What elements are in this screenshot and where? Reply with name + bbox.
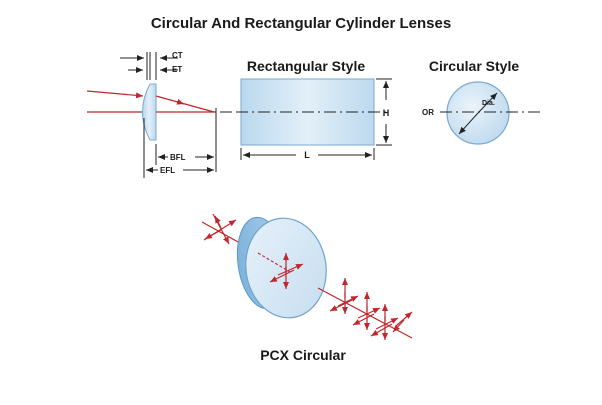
ray-direction-arrow — [176, 98, 185, 105]
pcx-inner-arrow-right — [277, 263, 304, 276]
or-label: OR — [422, 108, 434, 117]
height-label: H — [383, 108, 390, 118]
bfl-label: BFL — [170, 153, 186, 162]
incoming-ray-top — [86, 90, 144, 99]
diagram-title: Circular And Rectangular Cylinder Lenses — [151, 15, 451, 32]
diameter-label: Dia. — [482, 100, 495, 107]
rectangular-style-label: Rectangular Style — [247, 58, 365, 74]
pcx-circular-label: PCX Circular — [260, 347, 346, 363]
pcx-exit-cross-3 — [370, 304, 399, 340]
pcx-circular-illustration: PCX Circular — [201, 213, 413, 363]
rectangular-style-view: Rectangular Style H L — [236, 58, 392, 160]
lens-side-profile: CT ET BFL EFL — [86, 51, 236, 178]
pcx-exit-cross-2 — [352, 292, 381, 330]
pcx-entry-arrow-left — [204, 229, 222, 240]
lens-profile-shape — [142, 83, 157, 141]
circular-style-view: Circular Style Dia. — [429, 58, 540, 145]
length-label: L — [304, 150, 310, 160]
diameter-arrow-down — [458, 112, 479, 135]
pcx-exit-cross-1 — [329, 278, 359, 314]
pcx-internal-ray — [257, 252, 291, 273]
pcx-exit-cross-4 — [392, 311, 413, 333]
pcx-entry-arrow-up — [214, 215, 222, 229]
refracted-ray-top — [155, 95, 215, 113]
efl-label: EFL — [160, 166, 175, 175]
ct-label: CT — [172, 51, 183, 60]
et-label: ET — [172, 65, 182, 74]
pcx-outgoing-ray — [317, 287, 413, 339]
pcx-inner-arrow-left — [269, 269, 295, 283]
diameter-arrow-up — [477, 92, 498, 114]
circular-style-label: Circular Style — [429, 58, 519, 74]
